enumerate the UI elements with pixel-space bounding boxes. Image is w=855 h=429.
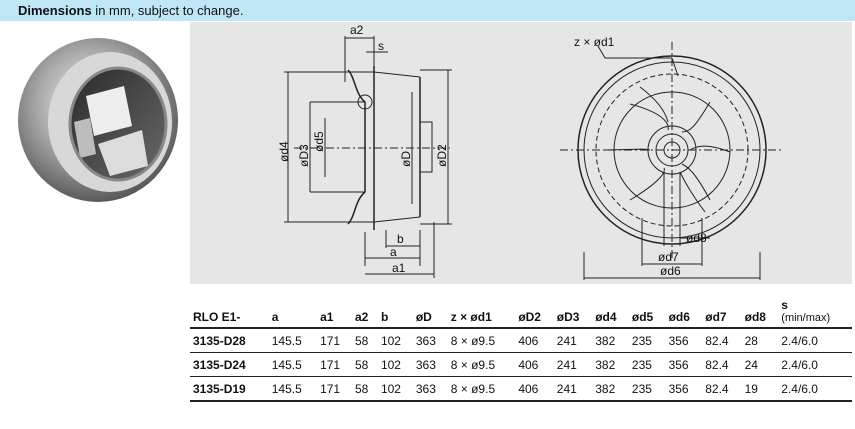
- col-a1: a1: [317, 296, 352, 329]
- col-d6: ød6: [665, 296, 703, 329]
- table-cell: 406: [515, 376, 554, 402]
- col-s-title: s: [781, 298, 788, 312]
- dim-a1-label: a1: [392, 261, 406, 275]
- table-cell: 382: [592, 328, 629, 353]
- dim-b-label: b: [397, 232, 404, 246]
- table-cell: 356: [665, 328, 703, 353]
- section-subtitle: in mm, subject to change.: [91, 3, 244, 18]
- table-cell: 145.5: [268, 352, 318, 377]
- table-cell-model: 3135-D19: [190, 376, 269, 402]
- table-cell: 171: [317, 376, 352, 402]
- dim-d8-label: ød8: [686, 231, 707, 245]
- col-a: a: [268, 296, 318, 329]
- col-d5: ød5: [628, 296, 666, 329]
- dimensions-table: RLO E1- a a1 a2 b øD z × ød1 øD2 øD3 ød4…: [190, 296, 852, 402]
- col-d8: ød8: [741, 296, 779, 329]
- table-header-row: RLO E1- a a1 a2 b øD z × ød1 øD2 øD3 ød4…: [190, 296, 852, 329]
- table-cell: 406: [515, 328, 554, 353]
- dim-D3-label: øD3: [297, 144, 311, 167]
- table-cell: 2.4/6.0: [778, 376, 852, 402]
- dim-d6-label: ød6: [660, 264, 681, 278]
- table-cell: 8 × ø9.5: [447, 328, 516, 353]
- col-model: RLO E1-: [190, 296, 269, 329]
- dim-a-label: a: [390, 245, 397, 259]
- col-s: s(min/max): [778, 296, 852, 329]
- table-cell: 82.4: [702, 376, 742, 402]
- table-cell: 145.5: [268, 328, 318, 353]
- table-cell: 8 × ø9.5: [447, 352, 516, 377]
- technical-drawing: a2 s ød4 øD3 ød5 øD øD2 b a a1 z × ød1 ø…: [277, 23, 784, 280]
- table-cell: 102: [377, 376, 413, 402]
- table-cell: 58: [351, 328, 378, 353]
- dim-D-label: øD: [399, 151, 413, 167]
- col-d4: ød4: [592, 296, 629, 329]
- col-D3: øD3: [553, 296, 593, 329]
- table-cell: 235: [628, 352, 666, 377]
- table-cell: 171: [317, 352, 352, 377]
- dim-d4-label: ød4: [277, 141, 291, 162]
- table-cell: 356: [665, 352, 703, 377]
- table-cell: 102: [377, 352, 413, 377]
- table-cell: 235: [628, 328, 666, 353]
- table-cell: 102: [377, 328, 413, 353]
- dim-s-label: s: [378, 39, 384, 53]
- col-s-subtitle: (min/max): [781, 312, 831, 324]
- dim-d5-label: ød5: [312, 131, 326, 152]
- table-cell: 82.4: [702, 328, 742, 353]
- table-cell: 382: [592, 352, 629, 377]
- table-cell: 171: [317, 328, 352, 353]
- table-cell: 2.4/6.0: [778, 352, 852, 377]
- table-cell: 19: [741, 376, 779, 402]
- table-cell: 235: [628, 376, 666, 402]
- fan-impeller-photo: [18, 38, 178, 202]
- table-cell: 382: [592, 376, 629, 402]
- table-cell: 2.4/6.0: [778, 328, 852, 353]
- col-D2: øD2: [515, 296, 554, 329]
- dim-a2-label: a2: [350, 23, 364, 37]
- table-cell: 241: [553, 376, 593, 402]
- table-cell: 145.5: [268, 376, 318, 402]
- table-cell: 363: [412, 376, 448, 402]
- dim-D2-label: øD2: [435, 144, 449, 167]
- dim-d7-label: ød7: [658, 250, 679, 264]
- table-cell: 241: [553, 328, 593, 353]
- table-cell: 406: [515, 352, 554, 377]
- dim-zd1-label: z × ød1: [574, 35, 615, 49]
- dimension-drawing: a2 s ød4 øD3 ød5 øD øD2 b a a1 z × ød1 ø…: [190, 22, 852, 284]
- table-cell: 363: [412, 352, 448, 377]
- section-title: Dimensions: [18, 3, 92, 18]
- table-cell: 24: [741, 352, 779, 377]
- table-cell: 58: [351, 352, 378, 377]
- col-a2: a2: [351, 296, 378, 329]
- table-cell-model: 3135-D28: [190, 328, 269, 353]
- table-cell: 28: [741, 328, 779, 353]
- table-cell: 241: [553, 352, 593, 377]
- table-cell: 82.4: [702, 352, 742, 377]
- table-cell: 8 × ø9.5: [447, 376, 516, 402]
- col-b: b: [377, 296, 413, 329]
- table-cell: 363: [412, 328, 448, 353]
- col-d7: ød7: [702, 296, 742, 329]
- table-cell: 58: [351, 376, 378, 402]
- section-header: Dimensions in mm, subject to change.: [0, 0, 855, 21]
- col-D: øD: [412, 296, 448, 329]
- table-cell: 356: [665, 376, 703, 402]
- table-cell-model: 3135-D24: [190, 352, 269, 377]
- col-zd1: z × ød1: [447, 296, 516, 329]
